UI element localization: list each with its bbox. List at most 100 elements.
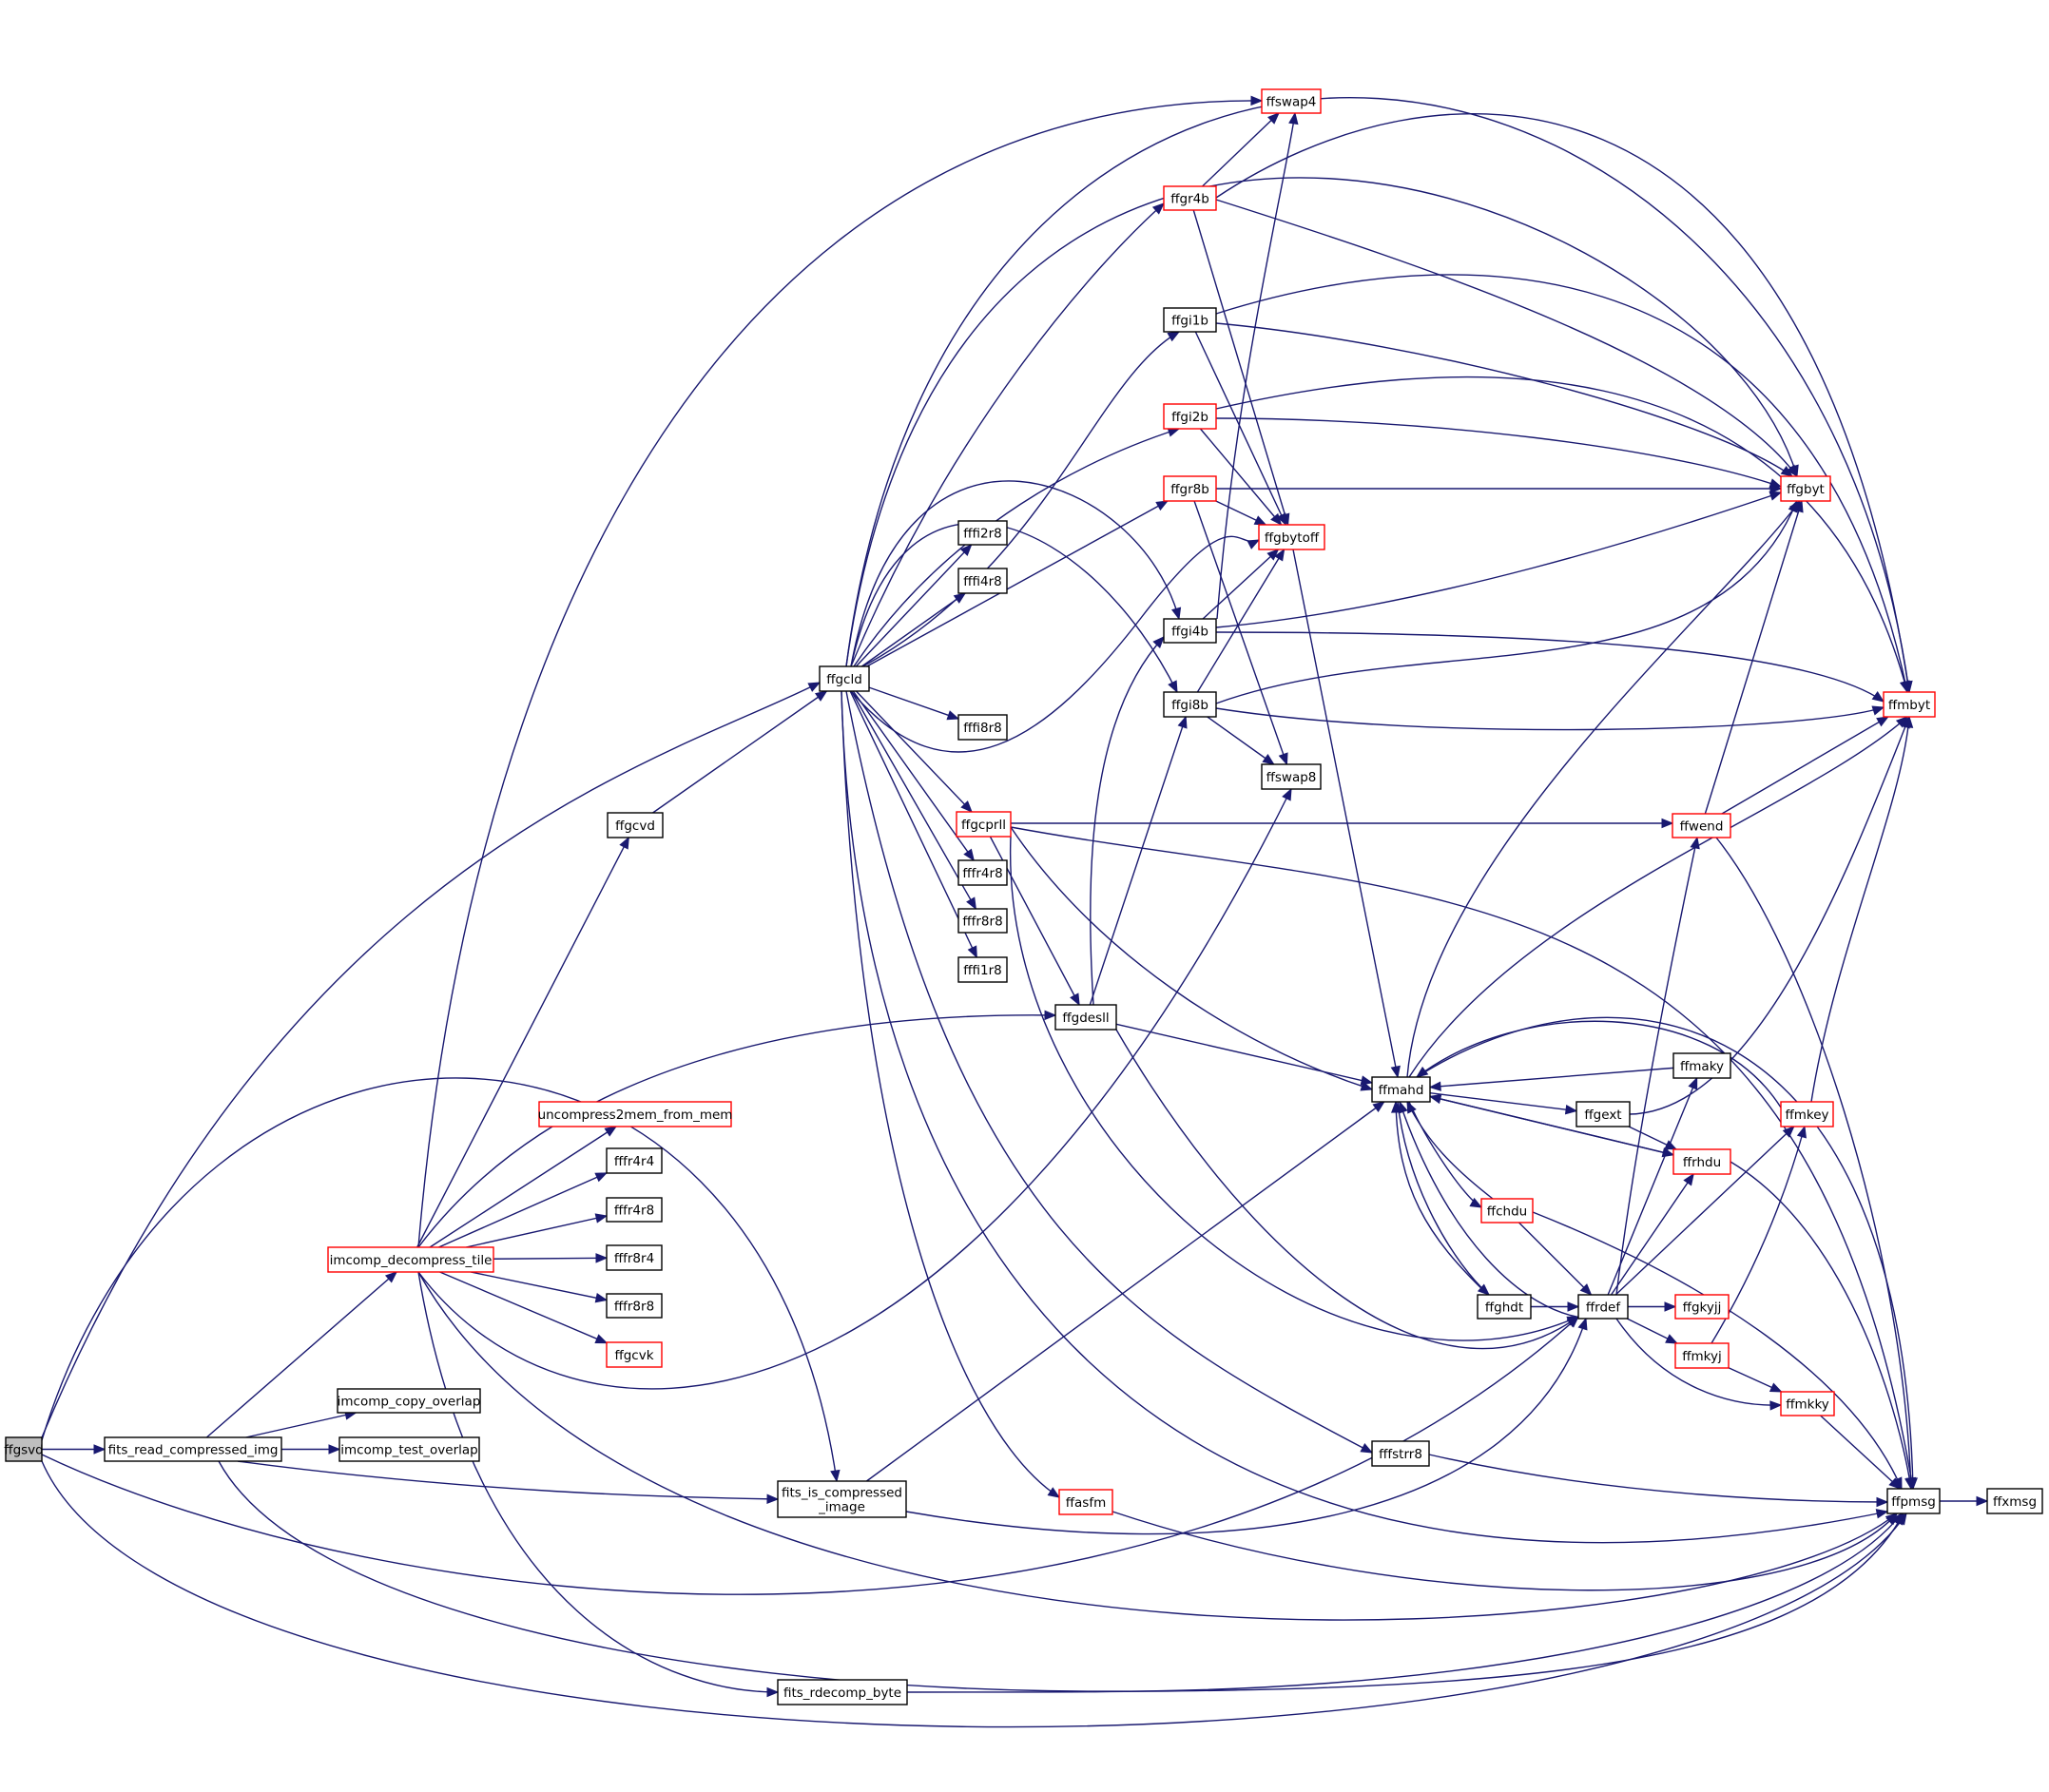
edge-fffstrr8-to-ffpmsg <box>1428 1454 1888 1503</box>
edge-layer <box>41 95 1989 1728</box>
node-box <box>1672 813 1731 838</box>
node-label: ffmahd <box>1379 1083 1424 1098</box>
node-ffgsvd[interactable]: ffgsvd <box>4 1436 44 1462</box>
node-label: fits_is_compressed <box>782 1486 902 1501</box>
node-box <box>957 714 1008 741</box>
node-ffgbytoff[interactable]: ffgbytoff <box>1258 524 1325 550</box>
node-fits-rdecomp-byte[interactable]: fits_rdecomp_byte <box>777 1679 908 1705</box>
node-fffr4r4[interactable]: fffr4r4 <box>606 1147 663 1174</box>
edge-ffgcld-to-ffgi1b <box>855 331 1180 671</box>
node-ffswap8[interactable]: ffswap8 <box>1261 763 1322 790</box>
node-ffgcvk[interactable]: ffgcvk <box>606 1341 663 1368</box>
node-fffr4r8-b[interactable]: fffr4r8 <box>606 1197 663 1223</box>
arrowhead-ffgcld-to-ffpmsg <box>1875 1509 1889 1519</box>
node-ffgdesll[interactable]: ffgdesll <box>1054 1004 1117 1031</box>
node-imcomp-decompress-tile[interactable]: imcomp_decompress_tile <box>327 1246 494 1273</box>
edge-ffgcld-to-fffi4r8 <box>860 592 966 667</box>
edge-ffgcld-to-fffr8r8 <box>850 690 976 910</box>
node-fffr8r4[interactable]: fffr8r4 <box>606 1244 663 1271</box>
node-box <box>957 568 1008 594</box>
node-fits-read-compressed-img[interactable]: fits_read_compressed_img <box>104 1436 282 1462</box>
node-ffgcvd[interactable]: ffgcvd <box>607 812 664 838</box>
arrowhead-ffrdef-to-ffrhdu <box>1683 1172 1694 1186</box>
node-ffgi8b[interactable]: ffgi8b <box>1163 691 1217 718</box>
node-uncompress2mem-from-mem[interactable]: uncompress2mem_from_mem <box>538 1101 733 1127</box>
node-label: fffstrr8 <box>1379 1447 1422 1462</box>
node-ffrdef[interactable]: ffrdef <box>1577 1294 1629 1320</box>
node-box <box>1261 88 1322 114</box>
node-ffgr8b[interactable]: ffgr8b <box>1163 475 1217 502</box>
node-label: ffgcvk <box>614 1348 653 1363</box>
node-ffgr4b[interactable]: ffgr4b <box>1163 185 1217 211</box>
node-label: fffr4r8 <box>614 1204 654 1219</box>
node-ffwend[interactable]: ffwend <box>1672 813 1731 838</box>
node-label: uncompress2mem_from_mem <box>538 1108 733 1123</box>
node-fffr8r8[interactable]: fffr8r8 <box>957 908 1008 934</box>
node-box <box>1674 1342 1730 1369</box>
node-ffgi2b[interactable]: ffgi2b <box>1163 403 1217 430</box>
node-label: ffgbyt <box>1787 482 1825 497</box>
node-label: imcomp_decompress_tile <box>330 1253 493 1268</box>
node-fits-is-compressed-image[interactable]: fits_is_compressed_image <box>777 1480 907 1518</box>
node-label: ffghdt <box>1485 1301 1523 1316</box>
arrowhead-ffgr4b-to-ffgbyt <box>1786 464 1798 478</box>
node-ffgbyt[interactable]: ffgbyt <box>1780 475 1831 502</box>
node-ffmaky[interactable]: ffmaky <box>1672 1052 1731 1079</box>
edge-ffwend-to-ffgbyt <box>1704 500 1803 815</box>
edge-imcomp_decompress_tile-to-ffswap4 <box>417 100 1263 1248</box>
edge-ffrdef-to-ffrhdu <box>1610 1173 1694 1296</box>
node-ffxmsg[interactable]: ffxmsg <box>1986 1488 2043 1514</box>
node-ffmkyj[interactable]: ffmkyj <box>1674 1342 1730 1369</box>
edge-ffgext-to-ffmbyt <box>1629 716 1910 1115</box>
edge-ffgcld-to-fffi8r8 <box>868 686 959 720</box>
node-ffrhdu[interactable]: ffrhdu <box>1672 1148 1731 1175</box>
arrowhead-ffgsvd-to-fits_is_compressed_image <box>830 1469 841 1483</box>
edge-ffgr4b-to-ffmbyt <box>1215 112 1910 693</box>
node-fffr4r8[interactable]: fffr4r8 <box>957 859 1008 886</box>
arrowhead-fits_read_compressed_img-to-imcomp_test_overlap <box>328 1444 341 1455</box>
node-ffghdt[interactable]: ffghdt <box>1477 1294 1532 1320</box>
arrowhead-imcomp_decompress_tile-to-ffswap8 <box>1282 787 1292 801</box>
node-ffgcld[interactable]: ffgcld <box>819 665 870 692</box>
node-label: ffmbyt <box>1888 698 1930 713</box>
arrowhead-ffgcld-to-ffasfm <box>1047 1487 1061 1498</box>
arrowhead-ffgcld-to-ffgr8b <box>1155 500 1169 511</box>
node-label: fffr4r4 <box>614 1154 654 1169</box>
node-fffstrr8[interactable]: fffstrr8 <box>1371 1440 1430 1467</box>
arrowhead-ffgi1b-to-ffgbyt <box>1780 466 1794 477</box>
edge-ffmaky-to-ffmahd <box>1429 1067 1674 1089</box>
node-ffmbyt[interactable]: ffmbyt <box>1883 691 1936 718</box>
node-ffswap4[interactable]: ffswap4 <box>1261 88 1322 114</box>
node-fffi4r8[interactable]: fffi4r8 <box>957 568 1008 594</box>
node-ffgi1b[interactable]: ffgi1b <box>1163 307 1217 333</box>
node-ffmahd[interactable]: ffmahd <box>1371 1076 1431 1103</box>
node-ffasfm[interactable]: ffasfm <box>1058 1489 1113 1515</box>
node-fffi2r8[interactable]: fffi2r8 <box>957 520 1008 546</box>
node-ffpmsg[interactable]: ffpmsg <box>1886 1488 1941 1514</box>
node-fffi8r8[interactable]: fffi8r8 <box>957 714 1008 741</box>
edge-ffgr4b-to-ffgbyt <box>1215 199 1798 477</box>
node-fffr8r8-b[interactable]: fffr8r8 <box>606 1293 663 1319</box>
node-ffgkyjj[interactable]: ffgkyjj <box>1674 1294 1730 1320</box>
arrowhead-ffgbytoff-to-ffmahd <box>1390 1065 1401 1079</box>
node-box <box>1577 1294 1629 1320</box>
node-imcomp-test-overlap[interactable]: imcomp_test_overlap <box>338 1436 480 1462</box>
node-imcomp-copy-overlap[interactable]: imcomp_copy_overlap <box>337 1388 481 1414</box>
edge-ffmahd-to-ffmbyt <box>1408 716 1908 1078</box>
arrowhead-ffgr8b-to-ffswap8 <box>1278 752 1288 766</box>
edge-ffgcprll-to-ffpmsg <box>1010 826 1914 1490</box>
node-ffmkky[interactable]: ffmkky <box>1780 1391 1835 1416</box>
node-ffmkey[interactable]: ffmkey <box>1780 1101 1834 1127</box>
node-ffgext[interactable]: ffgext <box>1575 1101 1631 1127</box>
edge-ffghdt-to-ffmahd <box>1395 1101 1489 1296</box>
node-fffi1r8[interactable]: fffi1r8 <box>957 956 1008 983</box>
edge-ffgcld-to-ffgi2b <box>853 428 1180 667</box>
node-ffgi4b[interactable]: ffgi4b <box>1163 618 1217 644</box>
node-ffgcprll[interactable]: ffgcprll <box>956 811 1012 838</box>
node-label: fffr4r8 <box>962 866 1002 881</box>
edge-ffmkey-to-ffmbyt <box>1810 716 1910 1103</box>
arrowhead-ffgsvd-to-fits_read_compressed_img <box>93 1444 106 1455</box>
node-ffchdu[interactable]: ffchdu <box>1480 1198 1534 1224</box>
node-label: fits_read_compressed_img <box>108 1443 279 1458</box>
edge-imcomp_decompress_tile-to-ffgcvk <box>439 1271 608 1344</box>
